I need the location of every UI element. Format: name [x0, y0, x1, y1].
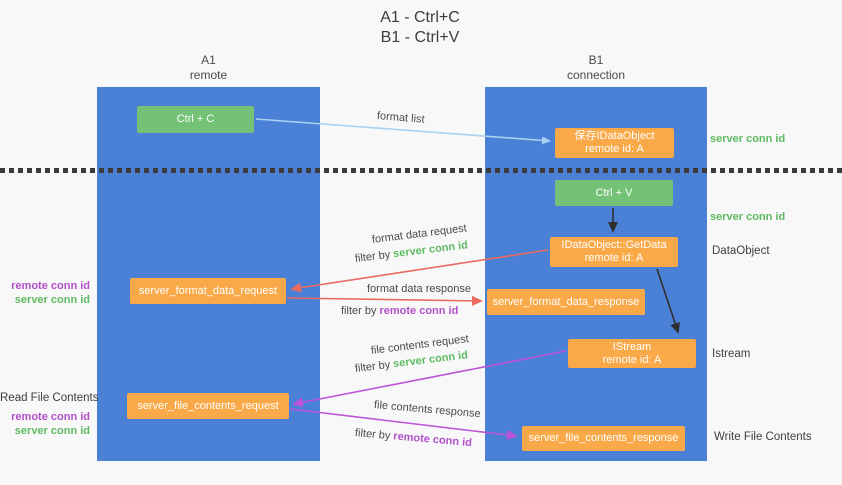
- node-getdata-line1: IDataObject::GetData: [561, 239, 667, 251]
- title-line-1: A1 - Ctrl+C: [380, 9, 460, 26]
- page-title: A1 - Ctrl+C B1 - Ctrl+V: [300, 8, 540, 48]
- node-save-idataobject-line2: remote id: A: [585, 143, 644, 155]
- node-ctrl-c-label: Ctrl + C: [176, 113, 215, 125]
- node-save-idataobject-line1: 保存IDataObject: [574, 130, 655, 142]
- node-format-response-label: server_format_data_response: [492, 295, 640, 308]
- node-getdata-line2: remote id: A: [584, 252, 644, 264]
- node-ctrl-c: Ctrl + C: [137, 106, 254, 133]
- node-istream-line2: remote id: A: [602, 353, 662, 366]
- dataobject-label: DataObject: [712, 245, 770, 257]
- title-line-2: B1 - Ctrl+V: [380, 29, 460, 46]
- column-header-a1: A1 remote: [97, 53, 320, 83]
- dotted-separator: [0, 168, 842, 173]
- left-remote-conn-id-top: remote conn id: [11, 280, 90, 292]
- column-b1-name: B1: [588, 53, 604, 67]
- node-istream: IStream remote id: A: [568, 339, 696, 368]
- column-b1-role: connection: [566, 68, 626, 82]
- server-conn-id-text: server conn id: [392, 239, 469, 261]
- node-ctrl-v: Ctrl + V: [555, 180, 673, 206]
- format-data-response-label: format data response: [367, 283, 471, 295]
- filter-by-text: filter by: [354, 427, 391, 443]
- node-save-idataobject: 保存IDataObject remote id: A: [555, 128, 674, 158]
- node-file-response-label: server_file_contents_response: [528, 432, 679, 444]
- node-server-format-data-request: server_format_data_request: [130, 278, 286, 304]
- column-a1-name: A1: [201, 53, 216, 67]
- file-contents-response-label: file contents response: [373, 399, 482, 421]
- left-server-conn-id-top: server conn id: [14, 294, 90, 306]
- node-ctrl-v-label: Ctrl + V: [595, 186, 633, 199]
- remote-conn-id-text: remote conn id: [379, 305, 459, 317]
- left-remote-conn-id-bottom: remote conn id: [11, 411, 90, 423]
- column-header-b1: B1 connection: [485, 53, 707, 83]
- format-list-label: format list: [376, 110, 426, 126]
- node-server-format-data-response: server_format_data_response: [487, 289, 645, 315]
- right-server-conn-id-top: server conn id: [710, 133, 786, 145]
- node-file-request-label: server_file_contents_request: [137, 399, 279, 412]
- node-server-file-contents-response: server_file_contents_response: [522, 426, 685, 451]
- right-server-conn-id-mid: server conn id: [710, 211, 786, 223]
- node-format-request-label: server_format_data_request: [138, 284, 278, 297]
- remote-conn-id-text: remote conn id: [392, 430, 473, 450]
- read-file-contents-label: Read File Contents: [0, 392, 99, 404]
- left-server-conn-id-bottom: server conn id: [14, 425, 90, 437]
- left-conn-id-group-bottom: remote conn id server conn id: [0, 410, 90, 438]
- filter-by-text: filter by: [354, 248, 391, 265]
- filter-by-text: filter by: [341, 305, 377, 317]
- write-file-contents-label: Write File Contents: [714, 431, 812, 443]
- node-server-file-contents-request: server_file_contents_request: [127, 393, 289, 419]
- node-idataobject-getdata: IDataObject::GetData remote id: A: [550, 237, 678, 267]
- istream-label: Istream: [712, 348, 751, 360]
- left-conn-id-group-top: remote conn id server conn id: [0, 279, 90, 307]
- filter-by-text: filter by: [354, 358, 391, 375]
- column-a1-role: remote: [189, 68, 228, 82]
- node-istream-line1: IStream: [612, 340, 652, 353]
